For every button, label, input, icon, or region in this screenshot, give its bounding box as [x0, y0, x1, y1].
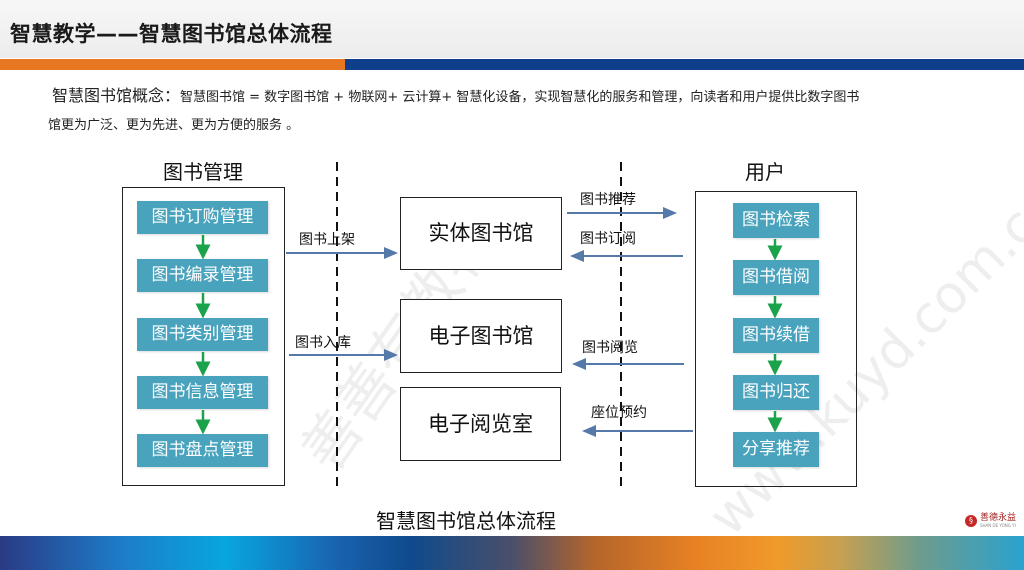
flow-label-recommend: 图书推荐 [580, 192, 636, 208]
logo-icon: § [965, 515, 977, 527]
brand-logo: § 善德永益 SHAN DE YONG YI [965, 514, 1016, 528]
right-step-4: 图书归还 [733, 375, 819, 410]
book-management-frame [122, 187, 285, 486]
left-step-3: 图书类别管理 [137, 318, 268, 351]
left-step-1: 图书订购管理 [137, 201, 268, 234]
concept-paragraph: 智慧图书馆概念：智慧图书馆 = 数字图书馆 + 物联网+ 云计算+ 智慧化设备，… [48, 82, 968, 140]
left-step-5: 图书盘点管理 [137, 434, 268, 467]
header-band: 智慧教学——智慧图书馆总体流程 [0, 0, 1024, 58]
right-step-2: 图书借阅 [733, 260, 819, 295]
node-e-reading-room: 电子阅览室 [400, 387, 561, 461]
right-step-1: 图书检索 [733, 203, 819, 238]
flow-label-seat-reservation: 座位预约 [591, 405, 647, 421]
user-frame [695, 191, 857, 487]
node-digital-library: 电子图书馆 [400, 299, 562, 373]
flow-label-subscribe: 图书订阅 [580, 231, 636, 247]
left-step-2: 图书编录管理 [137, 259, 268, 292]
logo-name: 善德永益 [980, 513, 1017, 523]
right-step-5: 分享推荐 [733, 432, 819, 467]
concept-label: 智慧图书馆概念： [52, 86, 181, 105]
left-step-4: 图书信息管理 [137, 376, 268, 409]
header-blue-bar [345, 59, 1024, 70]
flow-label-warehousing: 图书入库 [295, 335, 351, 351]
right-step-3: 图书续借 [733, 318, 819, 353]
concept-text-2: 馆更为广泛、更为先进、更为方便的服务 。 [48, 118, 300, 133]
diagram-caption: 智慧图书馆总体流程 [376, 509, 556, 533]
left-section-title: 图书管理 [163, 160, 243, 184]
flow-label-browse: 图书阅览 [582, 340, 638, 356]
logo-subtitle: SHAN DE YONG YI [980, 523, 1016, 528]
flow-label-shelving: 图书上架 [299, 232, 355, 248]
concept-text-1: 智慧图书馆 = 数字图书馆 + 物联网+ 云计算+ 智慧化设备，实现智慧化的服务… [180, 90, 860, 105]
header-orange-bar [0, 59, 345, 70]
page-title: 智慧教学——智慧图书馆总体流程 [10, 22, 333, 46]
footer-gradient-bar [0, 536, 1024, 570]
right-section-title: 用户 [745, 160, 785, 184]
node-physical-library: 实体图书馆 [400, 197, 562, 270]
